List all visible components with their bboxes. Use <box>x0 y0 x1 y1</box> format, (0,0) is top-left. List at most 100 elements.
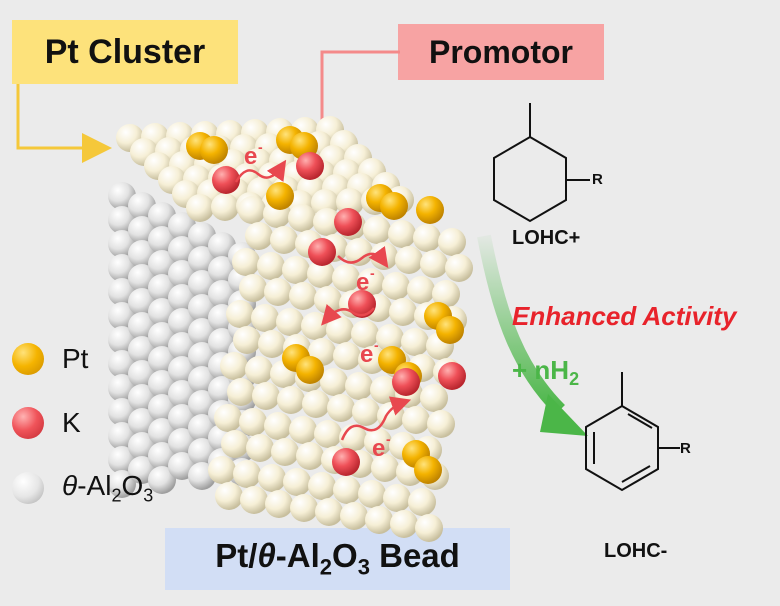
alumina-atom <box>432 280 460 308</box>
pt-atom <box>296 356 324 384</box>
alumina-atom <box>238 196 266 224</box>
lohc-minus-molecule <box>585 372 680 492</box>
alumina-atom <box>246 434 274 462</box>
electron-arrow-4 <box>340 396 412 441</box>
alumina-atom <box>271 438 299 466</box>
electron-arrows <box>234 159 412 441</box>
promotor-text: Promotor <box>429 33 573 70</box>
alumina-atom <box>340 502 368 530</box>
alumina-atom <box>245 356 273 384</box>
alumina-atom <box>302 390 330 418</box>
alumina-atom <box>364 428 392 456</box>
pt-atom <box>436 316 464 344</box>
alumina-atom <box>251 304 279 332</box>
pt-atom-icon <box>12 343 44 375</box>
svg-text:e: e <box>360 341 373 368</box>
alumina-atom <box>264 412 292 440</box>
alumina-atom <box>413 224 441 252</box>
k-atom <box>348 290 376 318</box>
r-group-top: R <box>592 171 603 188</box>
alumina-atom <box>333 342 361 370</box>
hydrogen-label: + nH2 <box>512 355 580 390</box>
promotor-pointer <box>307 50 400 160</box>
alumina-atom <box>345 372 373 400</box>
pt-atom <box>414 456 442 484</box>
alumina-atom <box>332 264 360 292</box>
alumina-atom <box>296 442 324 470</box>
alumina-atom <box>352 398 380 426</box>
promotor-label: Promotor <box>398 24 604 80</box>
svg-text:-: - <box>258 139 263 155</box>
pt-atom <box>416 196 444 224</box>
alumina-atom <box>395 246 423 274</box>
pt-atom <box>380 192 408 220</box>
alumina-atom <box>308 472 336 500</box>
alumina-atom <box>301 312 329 340</box>
alumina-atom <box>148 466 176 494</box>
alumina-atom <box>289 282 317 310</box>
alumina-atom <box>363 216 391 244</box>
alumina-atom <box>326 316 354 344</box>
alumina-atom <box>108 470 136 498</box>
activity-arrow-body <box>477 234 565 415</box>
alumina-atom <box>240 486 268 514</box>
alumina-atom <box>283 468 311 496</box>
alumina-atom <box>407 276 435 304</box>
k-atom-icon <box>12 407 44 439</box>
legend-pt: Pt <box>12 343 88 375</box>
alumina-atom <box>390 510 418 538</box>
k-atom <box>438 362 466 390</box>
alumina-atom <box>270 226 298 254</box>
r-group-bottom: R <box>680 440 691 457</box>
lohc-plus-label: LOHC+ <box>512 227 581 249</box>
alumina-atom <box>233 326 261 354</box>
svg-text:e: e <box>244 143 257 170</box>
svg-text:e: e <box>356 269 369 296</box>
alumina-atom <box>408 488 436 516</box>
k-atom <box>212 166 240 194</box>
svg-text:e: e <box>372 435 385 462</box>
alumina-atom <box>258 330 286 358</box>
alumina-atom <box>351 320 379 348</box>
alumina-atom <box>420 250 448 278</box>
bead-label: Pt/θ-Al2O3 Bead <box>165 528 510 590</box>
alumina-atom <box>233 460 261 488</box>
legend-al-label: θ-Al2O3 <box>62 470 154 506</box>
alumina-atom <box>345 238 373 266</box>
k-atom <box>308 238 336 266</box>
svg-text:-: - <box>386 431 391 447</box>
alumina-atom <box>401 328 429 356</box>
alumina-atom <box>289 416 317 444</box>
svg-text:-: - <box>370 265 375 281</box>
alumina-atom <box>315 498 343 526</box>
pt-atom <box>266 182 294 210</box>
alumina-atom <box>282 256 310 284</box>
alumina-atom <box>239 408 267 436</box>
k-atom <box>296 152 324 180</box>
legend-k-label: K <box>62 407 81 438</box>
alumina-atom <box>389 298 417 326</box>
alumina-atom <box>365 506 393 534</box>
alumina-atom <box>427 410 455 438</box>
alumina-atom <box>232 248 260 276</box>
k-atom <box>334 208 362 236</box>
alumina-atom <box>245 222 273 250</box>
alumina-atom <box>288 204 316 232</box>
alumina-atom <box>214 404 242 432</box>
alumina-atom <box>383 484 411 512</box>
alumina-atom <box>220 352 248 380</box>
enhanced-activity-label: Enhanced Activity <box>512 301 737 331</box>
k-atom <box>392 368 420 396</box>
alumina-atom <box>420 384 448 412</box>
lohc-minus-label: LOHC- <box>604 540 668 562</box>
alumina-atom <box>445 254 473 282</box>
bead-text: Pt/θ-Al2O3 Bead <box>215 537 460 580</box>
alumina-atom <box>215 482 243 510</box>
alumina-atom <box>382 272 410 300</box>
alumina-atom <box>327 394 355 422</box>
alumina-atom <box>388 220 416 248</box>
activity-arrow-head <box>540 394 588 436</box>
alumina-atom <box>376 324 404 352</box>
alumina-atom <box>358 480 386 508</box>
